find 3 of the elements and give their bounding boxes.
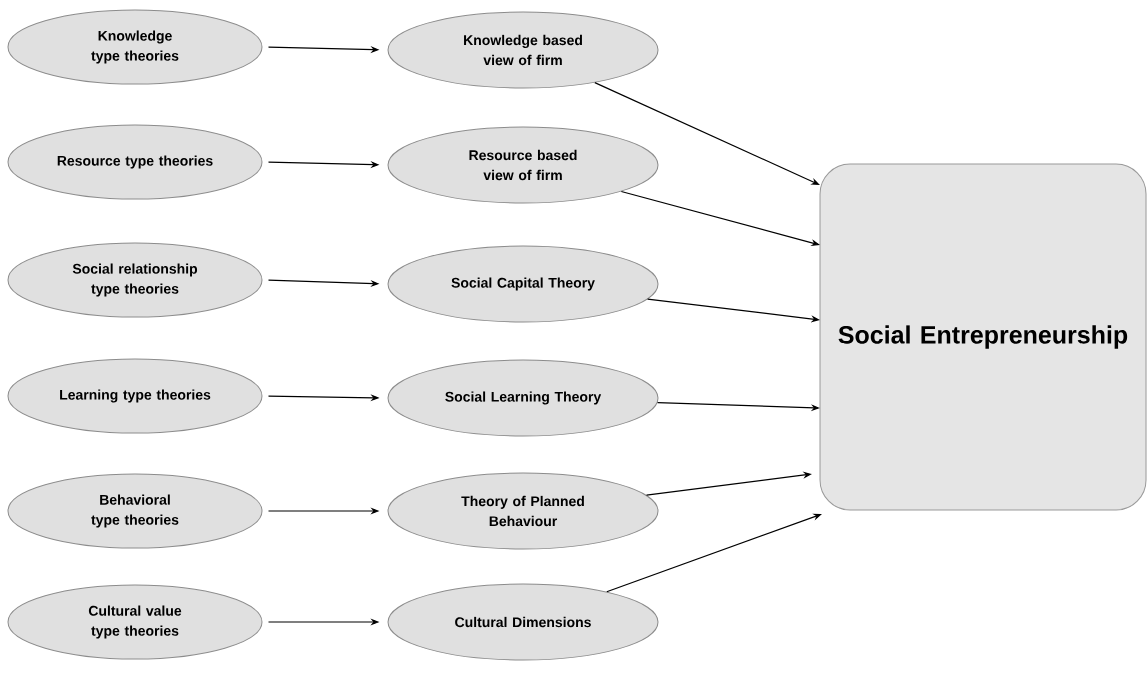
arrow	[594, 82, 820, 185]
outcome-box: Social Entrepreneurship	[819, 163, 1147, 511]
arrow	[606, 513, 822, 593]
